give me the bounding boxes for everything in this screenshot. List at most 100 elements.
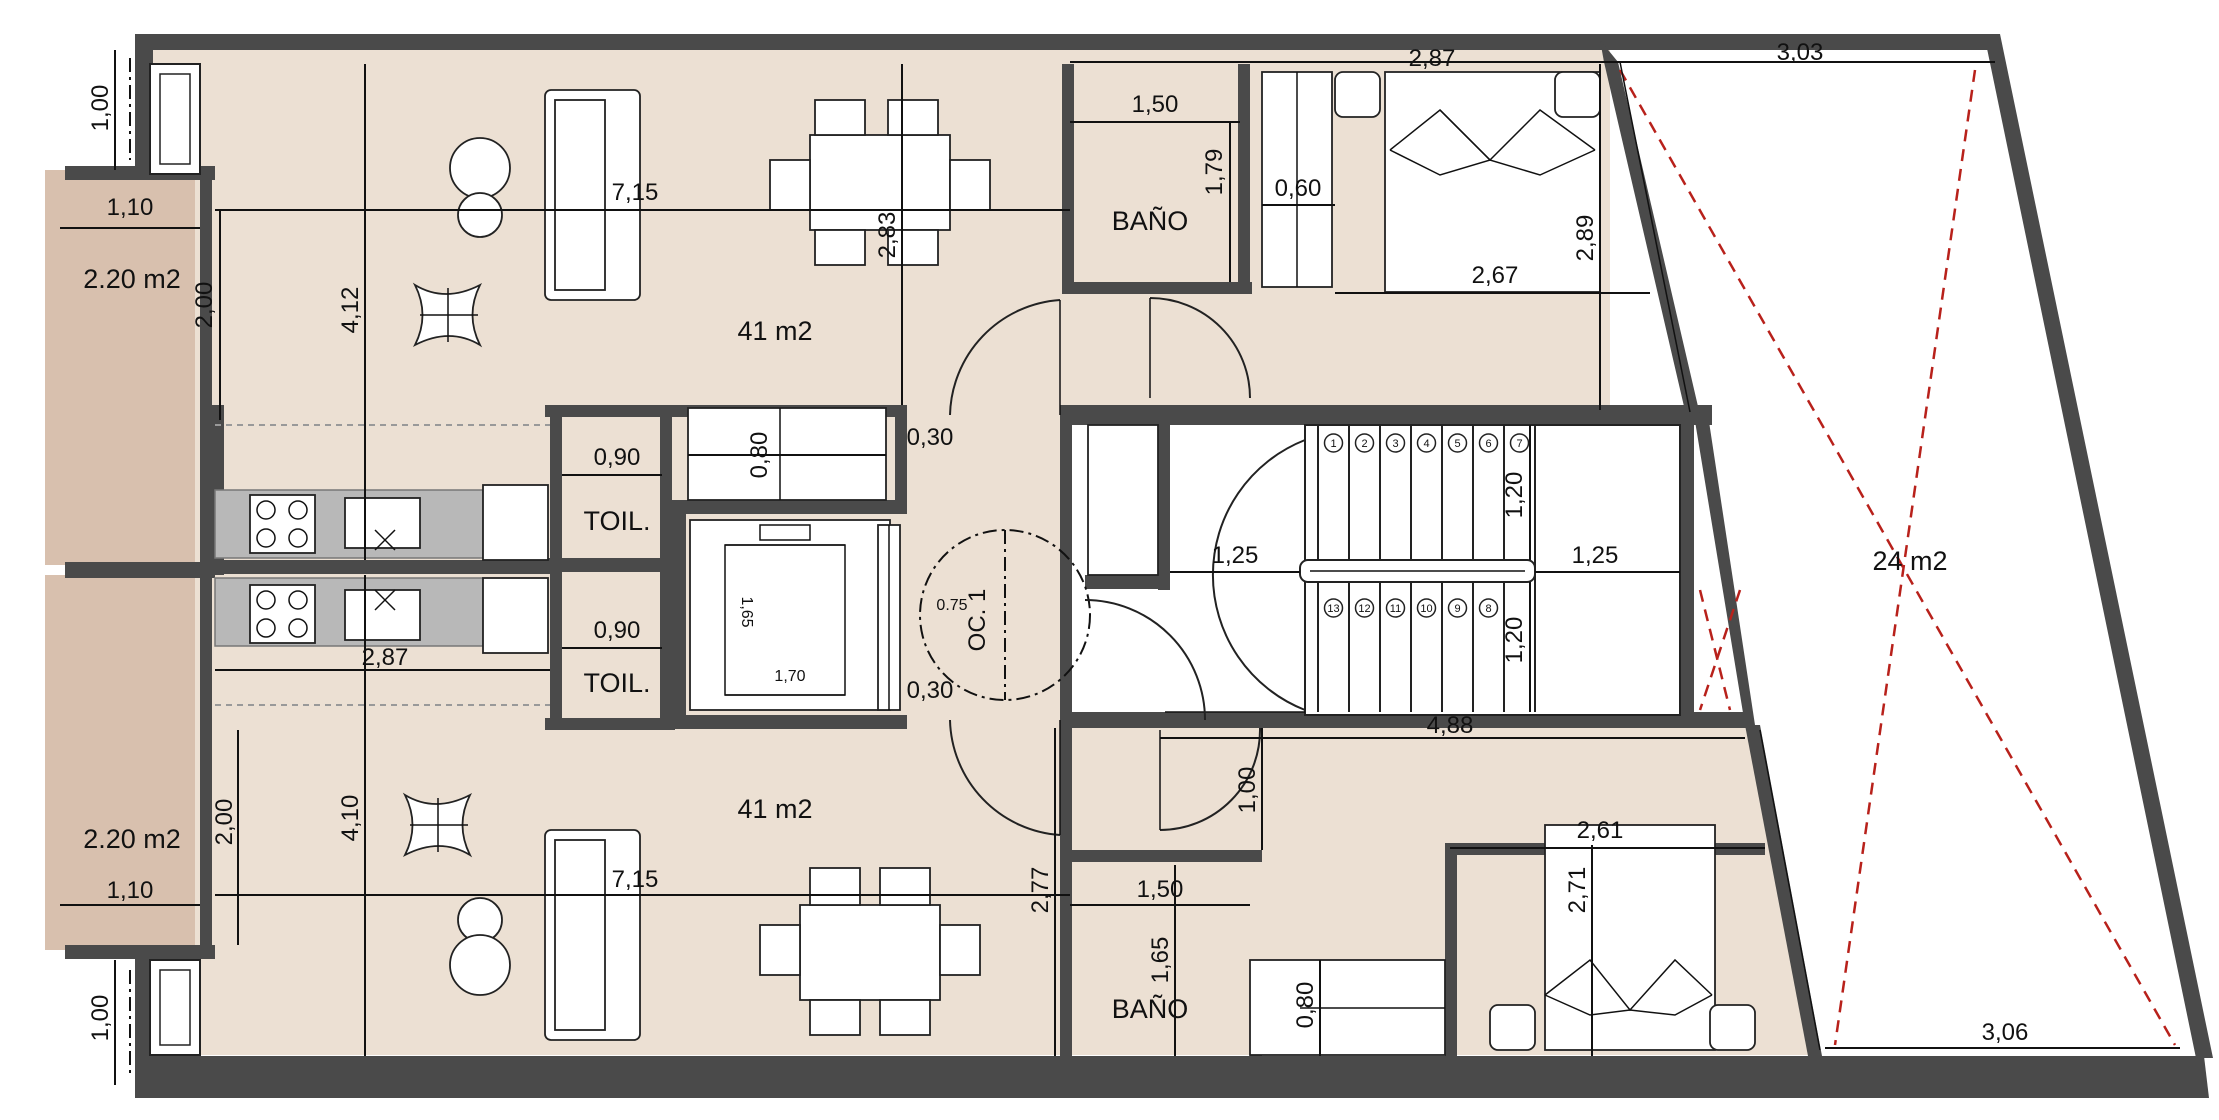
chair-bottom-6 — [939, 924, 981, 976]
step-number-circle — [1478, 598, 1499, 618]
stair-landing-arc — [1211, 439, 1306, 711]
bed-bottom — [1544, 824, 1716, 1051]
chair-top-3 — [814, 229, 866, 266]
burner-bottom-1 — [256, 590, 276, 610]
burner-top-2 — [288, 500, 308, 520]
dim-unit-bottom-7-15: 7,15 — [612, 866, 659, 893]
step-number-circle — [1323, 433, 1344, 453]
step-number-label: 6 — [1485, 438, 1491, 450]
stair-landing-box — [1087, 424, 1159, 576]
balcony-side-bottom — [200, 575, 212, 955]
dim-bath-top-1-50: 1,50 — [1132, 91, 1179, 118]
door-swing-bedroom-bottom — [1159, 727, 1262, 831]
dim-left-bottom-1-00: 1,00 — [87, 995, 114, 1042]
chair-bottom-5 — [759, 924, 801, 976]
terrace-floor — [1610, 62, 2195, 1052]
kitchens — [214, 424, 550, 706]
dim-terrace-3-06: 3,06 — [1982, 1019, 2029, 1046]
stair-wall-left — [1060, 405, 1072, 725]
door-swing-bottom-unit — [949, 719, 1061, 836]
bedroom-top — [1261, 71, 1601, 293]
bedroom-bottom — [1249, 824, 1756, 1056]
door-swing-top-unit — [949, 299, 1061, 416]
chair-bottom-1 — [809, 867, 861, 906]
side-table-top — [449, 137, 511, 199]
dim-stair-1-20-bottom: 1,20 — [1501, 617, 1528, 664]
step-number-label: 3 — [1392, 438, 1398, 450]
step-number-label: 10 — [1420, 603, 1432, 615]
stair-inner-wall — [1085, 575, 1170, 589]
lamp-top — [457, 192, 503, 238]
terrace-wall-bottom — [1745, 725, 1822, 1056]
dim-unit-2-83: 2,83 — [874, 212, 901, 259]
door-swing-hall — [1084, 599, 1206, 721]
sofa-top-seat — [554, 99, 606, 291]
side-table-bottom — [449, 934, 511, 996]
terrace-diagonal-1 — [1618, 69, 2177, 1046]
text-labels: 41 m2 41 m2 24 m2 2.20 m2 2.20 m2 BAÑO B… — [83, 39, 2028, 1046]
lift-wall-left — [672, 500, 686, 728]
outer-wall-right — [1984, 34, 2213, 1058]
step-number-label: 1 — [1330, 438, 1336, 450]
step-number-circle — [1447, 598, 1468, 618]
toilet-mid-wall — [545, 558, 675, 572]
bath-top-wall-left — [1062, 64, 1074, 294]
dim-closet-bottom-0-80: 0,80 — [1292, 982, 1319, 1029]
step-number-label: 2 — [1361, 438, 1367, 450]
terrace-edge-bottom — [1759, 729, 1821, 1051]
dim-balcony-top-2-00: 2,00 — [191, 282, 218, 329]
step-number-label: 11 — [1390, 603, 1401, 615]
dimension-lines — [60, 50, 2180, 1085]
step-number-label: 12 — [1358, 603, 1370, 615]
step-number-label: 5 — [1454, 438, 1460, 450]
dim-lift-1-65: 1,65 — [738, 596, 755, 627]
sink-top — [344, 497, 421, 549]
stair-right-wall — [1680, 415, 1694, 725]
dim-bed-2-89: 2,89 — [1572, 215, 1599, 262]
dim-hall-1-00: 1,00 — [1234, 767, 1261, 814]
dining-table-top — [809, 134, 951, 231]
room-toilet-bottom: TOIL. — [583, 668, 650, 698]
outer-wall-left-top — [135, 34, 153, 174]
windows — [129, 58, 201, 1075]
area-unit-bottom: 41 m2 — [737, 794, 812, 824]
fridge-bottom — [482, 577, 549, 654]
dim-unit-2-77: 2,77 — [1027, 867, 1054, 914]
doors — [949, 297, 1262, 836]
lift-wall-top — [672, 500, 907, 514]
terrace-wall-mid — [1694, 415, 1755, 725]
chair-bottom-3 — [809, 999, 861, 1036]
bedroom-bottom-wall-left — [1445, 843, 1457, 1058]
dim-top-2-87: 2,87 — [1409, 45, 1456, 72]
dim-stair-1-20-top: 1,20 — [1501, 472, 1528, 519]
outer-wall-left-bottom — [135, 945, 153, 1070]
burner-bottom-4 — [288, 618, 308, 638]
bath-top-wall-bottom — [1062, 282, 1252, 294]
nightstand-top-left — [1334, 71, 1381, 118]
balcony-top-floor — [45, 170, 195, 565]
dim-balcony-bottom-1-10: 1,10 — [107, 877, 154, 904]
step-number-label: 9 — [1454, 603, 1460, 615]
toilet-top-wall-top — [545, 405, 675, 417]
dim-left-top-1-00: 1,00 — [87, 85, 114, 132]
toilet-bottom-wall — [545, 718, 675, 730]
dim-kitchen-2-87: 2,87 — [362, 644, 409, 671]
terrace-diagonal-3 — [1698, 589, 1732, 711]
terrace-edge-top — [1619, 61, 1691, 413]
bath-top-wall-right — [1238, 64, 1250, 284]
step-number-circle — [1509, 433, 1530, 453]
room-bath-bottom: BAÑO — [1112, 993, 1189, 1024]
dim-lift-1-70: 1,70 — [774, 668, 805, 685]
terrace-diagonal-4 — [1698, 589, 1742, 711]
dim-shaft-0-30-bottom: 0,30 — [907, 677, 954, 704]
bed-top-fold — [1389, 109, 1596, 176]
window-top-pane — [159, 73, 191, 165]
window-bottom — [149, 959, 201, 1056]
area-unit-top: 41 m2 — [737, 316, 812, 346]
bath-bottom-wall-left — [1060, 720, 1072, 1056]
staircase — [1087, 424, 1681, 716]
nightstand-bottom-left — [1489, 1004, 1536, 1051]
sofa-bottom-seat — [554, 839, 606, 1031]
outer-wall-top — [135, 34, 2000, 50]
